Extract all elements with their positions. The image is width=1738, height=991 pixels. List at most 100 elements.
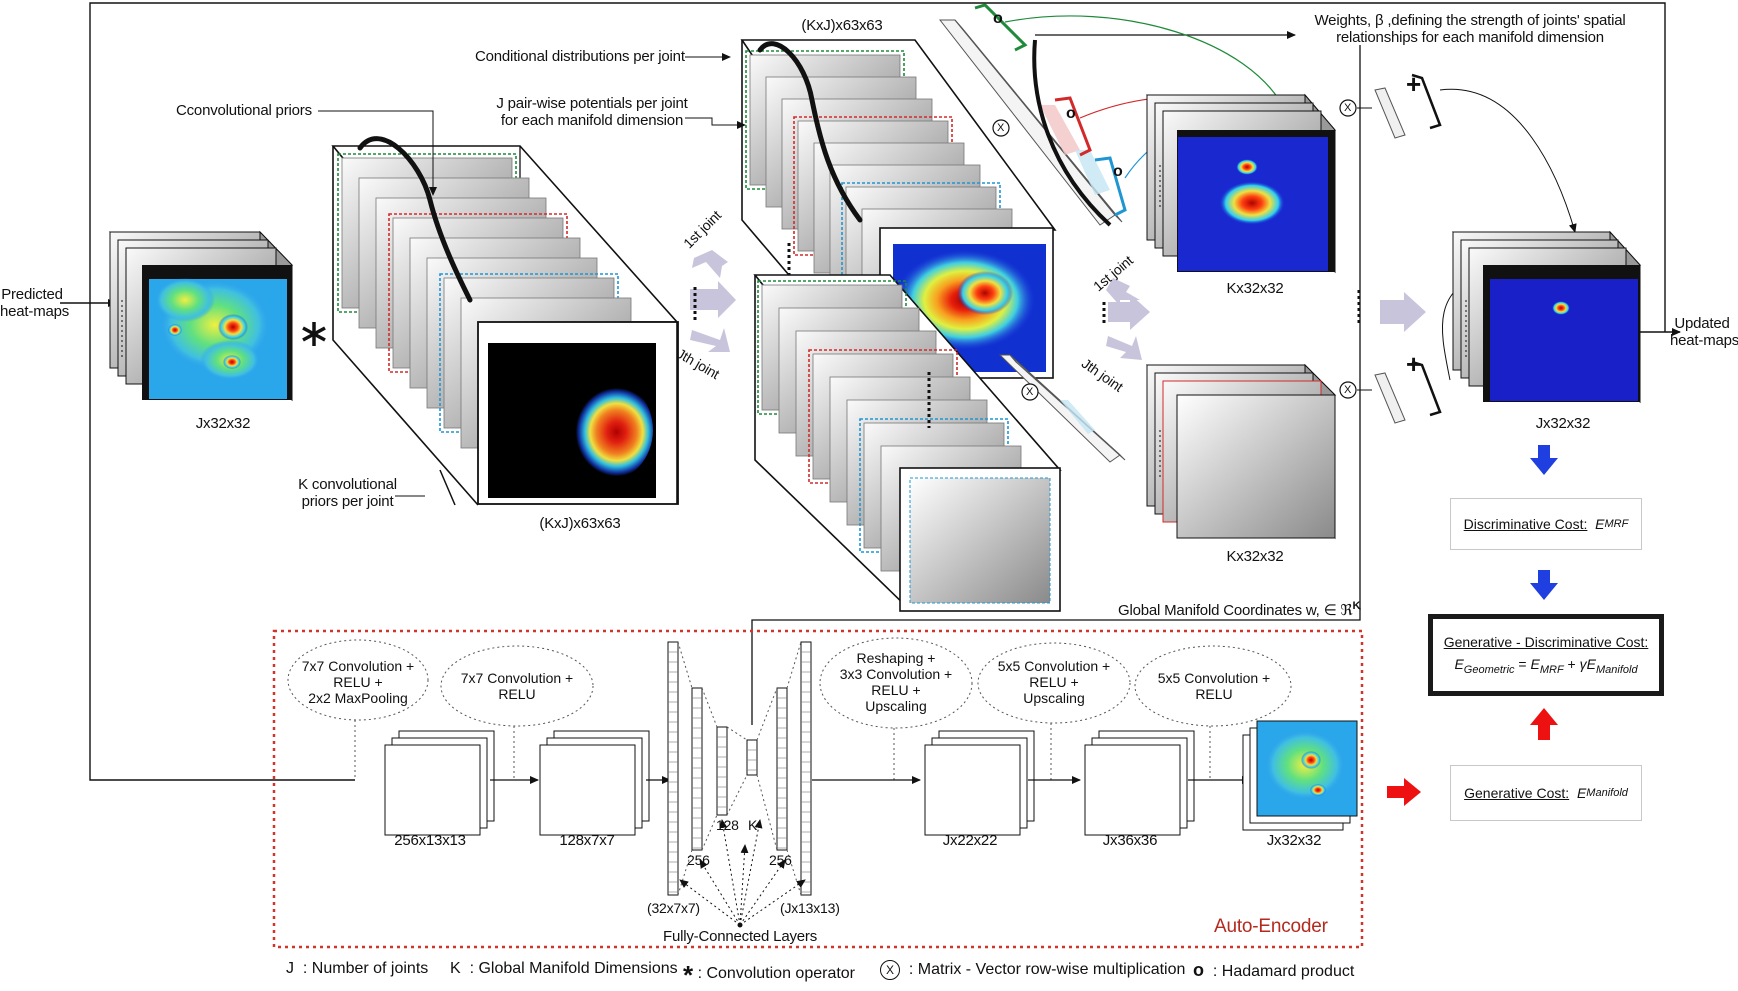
- summation-top: [1357, 73, 1577, 233]
- red-arrow-up: [1530, 708, 1558, 740]
- manifold-link: [751, 608, 1361, 725]
- auto-encoder-box: [272, 629, 1364, 949]
- fc-pointer-fan: [679, 819, 806, 926]
- cond-dist-label: Conditional distributions per joint: [475, 48, 685, 65]
- predicted-label-line-1: Predicted: [1, 286, 63, 303]
- gd-cost-title: Generative - Discriminative Cost:: [1443, 634, 1649, 651]
- ae-op-4: 5x5 Convolution + RELU + Upscaling: [978, 658, 1130, 706]
- ae-layer-4: Jx36x36: [1102, 832, 1158, 849]
- ae-op-ellipses: [287, 637, 1292, 729]
- k-stack-top: [1145, 93, 1337, 274]
- generative-cost-sym: E: [1576, 785, 1587, 801]
- input-heatmap-stack: [108, 230, 294, 402]
- size-cond-top: (KxJ)x63x63: [801, 17, 883, 34]
- ae-feature-blocks: [384, 730, 1195, 836]
- legend-item-k: K : Global Manifold Dimensions: [450, 960, 678, 978]
- legend-text-k: : Global Manifold Dimensions: [469, 960, 678, 977]
- transition-arrows-2: [1106, 278, 1150, 360]
- matvec-2: X: [1026, 386, 1034, 398]
- size-k-top: Kx32x32: [1226, 280, 1284, 297]
- weight-vector-bottom: [998, 354, 1126, 463]
- legend-text-j: : Number of joints: [302, 960, 429, 977]
- formula-emrf: E: [1530, 656, 1540, 673]
- bracket-green: [974, 3, 1028, 52]
- ae-op-5-line-1: 5x5 Convolution +: [1157, 670, 1271, 686]
- ae-op-1-line-3: 2x2 MaxPooling: [308, 690, 408, 706]
- k-conv-priors-label: K convolutional priors per joint: [285, 476, 410, 510]
- ae-layer-5: Jx32x32: [1266, 832, 1322, 849]
- fc-label-2: 256: [687, 852, 710, 868]
- fc-label-6: (Jx13x13): [780, 900, 840, 916]
- ae-layer-3: Jx22x22: [942, 832, 998, 849]
- fc-bar: [716, 726, 728, 816]
- ae-op-5-line-2: RELU: [1195, 686, 1233, 702]
- matvec-4: X: [1344, 384, 1352, 396]
- pairwise-label: J pair-wise potentials per joint for eac…: [492, 95, 692, 129]
- plus-1: +: [1406, 69, 1421, 99]
- legend-sym-star: *: [683, 960, 694, 990]
- fc-link: [677, 641, 693, 689]
- pairwise-line-1: J pair-wise potentials per joint: [496, 95, 688, 112]
- auto-encoder-label: Auto-Encoder: [1214, 916, 1328, 937]
- k-conv-priors-line-1: K convolutional: [298, 476, 397, 493]
- bracket-red: [1054, 96, 1092, 157]
- ae-op-3-line-2: 3x3 Convolution +: [839, 666, 953, 682]
- pairwise-line-2: for each manifold dimension: [500, 112, 684, 129]
- size-input: Jx32x32: [195, 415, 251, 432]
- hadamard-2: o: [1066, 105, 1076, 122]
- k-conv-priors-line-2: priors per joint: [301, 493, 394, 510]
- weights-line-1: Weights, β ,defining the strength of joi…: [1314, 12, 1626, 29]
- output-heatmap-stack: [1451, 230, 1642, 404]
- formula-manifold: Manifold: [1595, 663, 1638, 676]
- predicted-label-line-2: heat-maps: [0, 303, 70, 320]
- discriminative-cost-sym: E: [1595, 516, 1605, 532]
- global-coords-text: Global Manifold Coordinates w, ∈ ℜ: [1118, 602, 1353, 619]
- ae-block-layer: [384, 744, 481, 836]
- ae-op-1-line-2: RELU +: [333, 674, 383, 690]
- fc-link: [756, 687, 778, 741]
- conv-priors-label: Cconvolutional priors: [176, 102, 312, 119]
- fc-link: [726, 774, 748, 816]
- fc-label-3: 128: [716, 817, 739, 833]
- ae-op-connectors: [354, 720, 1211, 780]
- joint-dots: [693, 287, 1361, 448]
- fc-link: [726, 726, 748, 741]
- matvec-3: X: [1344, 102, 1352, 114]
- ae-op-2-line-1: 7x7 Convolution +: [460, 670, 574, 686]
- legend-sym-k: K: [450, 960, 461, 977]
- legend-sym-matvec-text: X: [885, 963, 894, 977]
- legend-sym-hadamard: o: [1193, 960, 1204, 980]
- formula-plus: +: [1563, 656, 1580, 673]
- red-arrow-right: [1387, 778, 1421, 806]
- ae-layer-1: 256x13x13: [394, 832, 466, 849]
- ae-op-4-line-2: RELU +: [1029, 674, 1079, 690]
- fc-bar: [746, 739, 758, 776]
- priors-cube: [331, 136, 679, 506]
- legend-item-hadamard: o : Hadamard product: [1193, 960, 1354, 981]
- ae-block-layer: [1084, 744, 1181, 836]
- ae-op-5: 5x5 Convolution + RELU: [1136, 670, 1292, 702]
- size-priors: (KxJ)x63x63: [539, 515, 621, 532]
- size-k-bottom: Kx32x32: [1226, 548, 1284, 565]
- weights-curve: [1032, 39, 1112, 227]
- ae-output-heatmap: [1242, 720, 1358, 831]
- ae-op-4-line-3: Upscaling: [1023, 690, 1085, 706]
- ae-op-3-line-3: RELU +: [871, 682, 921, 698]
- ae-op-2: 7x7 Convolution + RELU: [442, 670, 592, 702]
- updated-label-line-1: Updated: [1674, 315, 1730, 332]
- hadamard-1: o: [993, 10, 1003, 27]
- fc-bar: [776, 687, 788, 851]
- transition-arrows-1: [690, 250, 736, 352]
- ae-op-3: Reshaping + 3x3 Convolution + RELU + Ups…: [820, 650, 972, 714]
- ae-op-3-line-4: Upscaling: [865, 698, 927, 714]
- legend-text-matvec: : Matrix - Vector row-wise multiplicatio…: [908, 961, 1186, 978]
- blue-arrow-1: [1530, 445, 1558, 475]
- legend-item-j: J : Number of joints: [286, 960, 428, 978]
- formula-geo: Geometric: [1463, 663, 1515, 676]
- fc-link: [701, 814, 718, 851]
- legend-sym-j: J: [286, 960, 294, 977]
- ae-layer-2: 128x7x7: [559, 832, 615, 849]
